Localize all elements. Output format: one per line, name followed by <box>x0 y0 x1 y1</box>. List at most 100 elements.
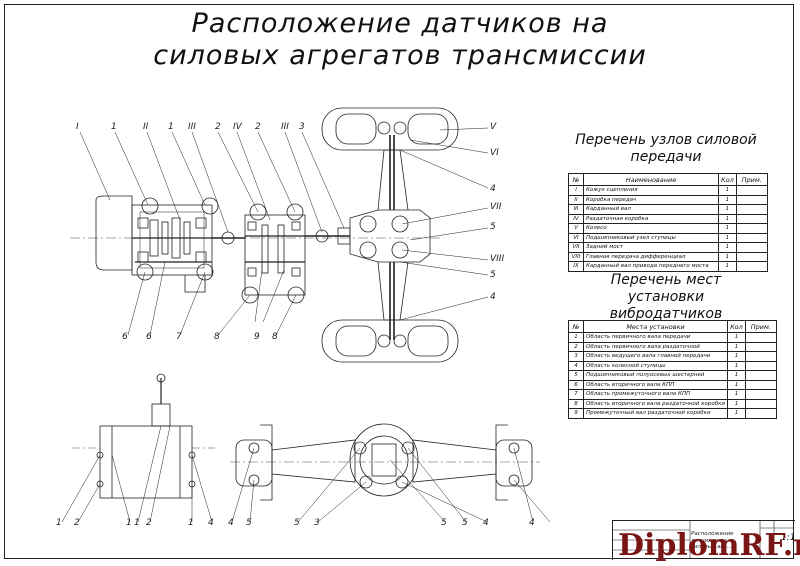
cell-no: IX <box>568 261 584 272</box>
transfer-case <box>241 203 306 304</box>
callout-label: 2 <box>255 122 261 132</box>
cell-no: 4 <box>568 360 584 371</box>
title-block-scale: 1:1 <box>781 533 796 543</box>
cell-note <box>735 194 768 205</box>
callout-label: II <box>143 122 149 132</box>
col-note: Прим. <box>744 320 777 333</box>
watermark: DiplomRF.ru <box>618 528 800 563</box>
cell-no: V <box>568 223 584 234</box>
cell-note <box>735 213 768 224</box>
cell-qty: 1 <box>727 341 746 352</box>
cell-no: VIII <box>568 251 584 262</box>
cell-note <box>744 351 777 362</box>
col-qty: Кол <box>718 173 737 186</box>
cell-no: 6 <box>568 379 584 390</box>
col-name: Наименование <box>583 173 719 186</box>
col-no: № <box>568 320 584 333</box>
callout-label: I <box>76 122 79 132</box>
drawing-title-line1: Расположение датчиков на <box>191 8 609 39</box>
title-block-name: Расположение датчиков на силовых агр... <box>691 531 734 550</box>
cell-no: 5 <box>568 370 584 381</box>
cell-no: III <box>568 204 584 215</box>
cell-note <box>744 379 777 390</box>
callout-label: 3 <box>314 518 320 528</box>
callout-label: III <box>188 122 196 132</box>
cell-note <box>744 398 777 409</box>
cell-note <box>735 242 768 253</box>
shaft-2 <box>305 227 351 245</box>
cell-name: Раздаточная коробка <box>583 213 719 224</box>
cell-qty: 1 <box>718 194 737 205</box>
rear-axle-front-view <box>230 423 540 501</box>
cell-qty: 1 <box>718 242 737 253</box>
cell-name: Коробка передач <box>583 194 719 205</box>
table2-title-line1: Перечень мест <box>610 272 722 288</box>
cell-qty: 1 <box>727 398 746 409</box>
table1-title-line1: Перечень узлов силовой <box>575 132 757 148</box>
callout-label: 1 <box>168 122 174 132</box>
title-block-grid <box>612 520 794 559</box>
callout-label: III <box>281 122 289 132</box>
callout-label: V <box>490 122 497 132</box>
cell-qty: 1 <box>718 204 737 215</box>
cell-no: II <box>568 194 584 205</box>
cell-qty: 1 <box>727 389 746 400</box>
cell-no: 8 <box>568 398 584 409</box>
cell-no: 3 <box>568 351 584 362</box>
callout-label: 2 <box>215 122 221 132</box>
cell-name: Область колесной ступицы <box>582 360 729 371</box>
cell-name: Область вторичного вала раздаточной коро… <box>582 398 729 409</box>
cell-name: Область вторичного вала КПП <box>582 379 729 390</box>
callout-label: 4 <box>483 518 489 528</box>
cell-name: Колесо <box>583 223 719 234</box>
cell-note <box>744 389 777 400</box>
callout-label: 5 <box>294 518 300 528</box>
cell-qty: 1 <box>727 360 746 371</box>
gearbox-front-view <box>72 373 215 499</box>
cell-note <box>735 204 768 215</box>
callout-label: 5 <box>246 518 252 528</box>
cell-note <box>744 408 777 419</box>
callout-label: 1 <box>126 518 132 528</box>
cell-name: Промежуточный вал раздаточной коробки <box>582 408 729 419</box>
col-qty: Кол <box>727 320 746 333</box>
callout-label: 4 <box>228 518 234 528</box>
callout-label: 8 <box>272 332 278 342</box>
callout-label: 6 <box>122 332 128 342</box>
cell-name: Главная передача дифференциал <box>583 251 719 262</box>
callout-label: VIII <box>490 254 505 264</box>
cell-qty: 1 <box>718 223 737 234</box>
leader-lines-bottom-left <box>61 425 213 523</box>
table2-title-line2: установки <box>627 289 705 305</box>
table2-title-line3: вибродатчиков <box>609 306 723 322</box>
cell-qty: 1 <box>718 232 737 243</box>
callout-label: IV <box>233 122 242 132</box>
callout-label: 2 <box>146 518 152 528</box>
cell-no: IV <box>568 213 584 224</box>
cell-note <box>735 251 768 262</box>
leader-lines-top <box>79 127 489 336</box>
cell-name: Карданный вал привода переднего моста <box>583 261 719 272</box>
cell-qty: 1 <box>718 185 737 196</box>
leader-lines-bottom-center <box>231 447 551 523</box>
col-no: № <box>568 173 584 186</box>
callout-label: VII <box>490 202 502 212</box>
col-note: Прим. <box>735 173 768 186</box>
cell-note <box>735 232 768 243</box>
cell-name: Задний мост <box>583 242 719 253</box>
callout-label: 1 <box>111 122 117 132</box>
callout-label: 5 <box>462 518 468 528</box>
title-block: Расположение датчиков на силовых агр... … <box>612 520 795 560</box>
